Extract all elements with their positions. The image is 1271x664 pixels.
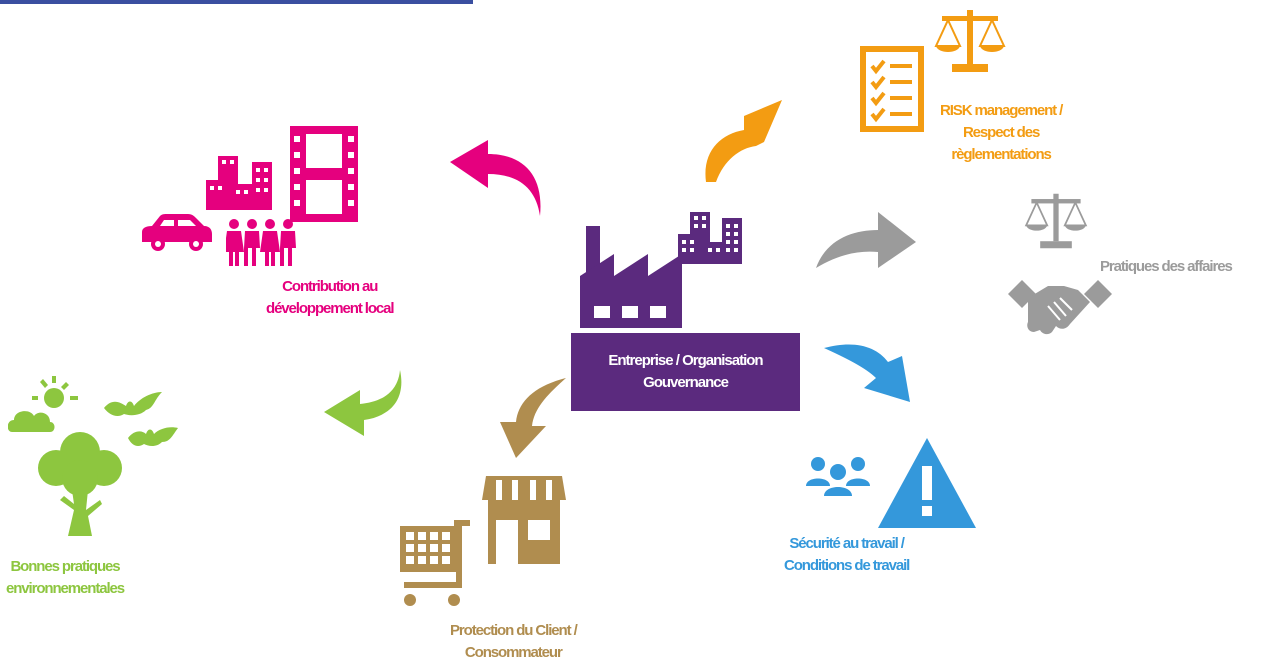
- top-accent-bar: [0, 0, 473, 4]
- client-label-line2: Consommateur: [464, 644, 563, 661]
- factory-icon: [580, 226, 682, 328]
- local-label: Contribution au développement local: [266, 276, 395, 320]
- shopping-cart-icon: [400, 520, 470, 606]
- city-buildings-icon: [678, 212, 742, 264]
- arrow-to-safety: [824, 344, 910, 402]
- risk-label-line3: règlementations: [951, 146, 1051, 163]
- business-label-line1: Pratiques des affaires: [1100, 258, 1233, 275]
- bats-icon: [104, 392, 178, 446]
- client-label-line1: Protection du Client /: [450, 622, 578, 639]
- center-label-box: Entreprise / Organisation Gouvernance: [571, 333, 800, 411]
- arrow-to-local: [450, 140, 541, 216]
- local-label-line1: Contribution au: [282, 278, 378, 295]
- buildings-icon: [206, 156, 272, 210]
- warning-icon: [878, 438, 976, 528]
- car-icon: [142, 214, 212, 251]
- risk-label-line1: RISK management /: [940, 102, 1063, 119]
- arrow-to-environment: [324, 370, 402, 436]
- risk-label: RISK management / Respect des règlementa…: [940, 100, 1063, 166]
- scales-icon: [934, 10, 1006, 72]
- people-group-icon: [226, 219, 296, 266]
- environment-label-line2: environnementales: [6, 580, 125, 597]
- storefront-icon: [482, 476, 566, 564]
- safety-label: Sécurité au travail / Conditions de trav…: [784, 533, 910, 577]
- client-label: Protection du Client / Consommateur: [450, 620, 578, 664]
- scales-icon: [1024, 193, 1088, 249]
- local-label-line2: développement local: [266, 300, 395, 317]
- environment-label: Bonnes pratiques environnementales: [6, 556, 125, 600]
- arrow-to-client: [500, 378, 566, 458]
- environment-label-line1: Bonnes pratiques: [10, 558, 120, 575]
- checklist-icon: [860, 46, 924, 132]
- arrow-to-risk: [705, 100, 782, 182]
- people-icon: [806, 457, 870, 496]
- risk-label-line2: Respect des: [962, 124, 1040, 141]
- handshake-icon: [1008, 280, 1112, 335]
- tree-icon: [38, 432, 122, 536]
- film-strip-icon: [290, 126, 358, 222]
- sun-cloud-icon: [8, 376, 78, 432]
- safety-label-line1: Sécurité au travail /: [789, 535, 905, 552]
- center-label-line1: Entreprise / Organisation: [608, 352, 763, 369]
- arrow-to-business: [816, 212, 916, 268]
- safety-label-line2: Conditions de travail: [784, 557, 910, 574]
- business-label: Pratiques des affaires: [1100, 256, 1233, 278]
- center-label-line2: Gouvernance: [643, 374, 729, 391]
